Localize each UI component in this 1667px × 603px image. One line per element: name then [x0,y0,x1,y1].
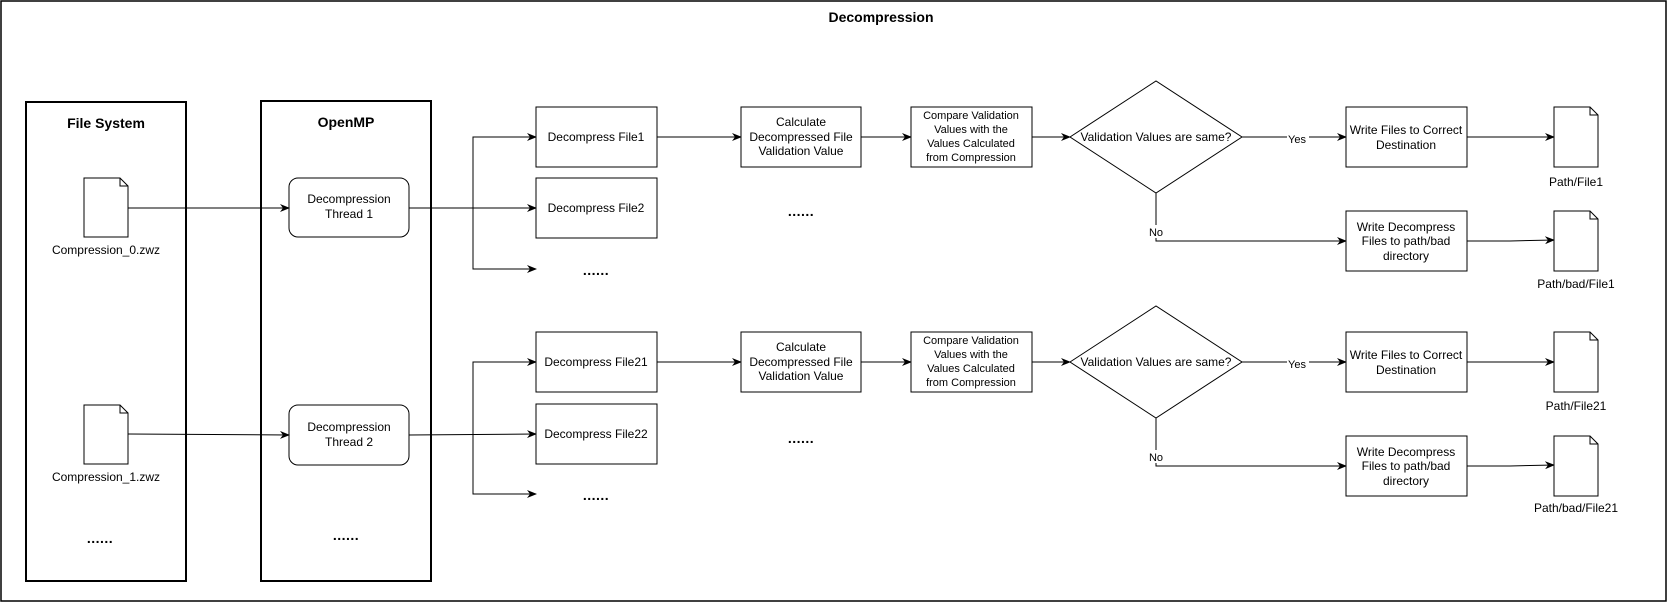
document-icon [1553,331,1599,393]
write-bad-box [1345,210,1468,272]
calculate-box [740,106,862,168]
compare-label-line1: Compare Validation [923,335,1019,347]
document-icon [1553,106,1599,168]
write-correct-label-line1: Write Files to Correct [1350,348,1463,362]
document-icon [83,177,129,238]
yes-label: Yes [1288,134,1306,146]
decompress-file-label: Decompress File22 [544,427,648,441]
decompress-file-box [535,106,658,168]
openmp-more: ...... [333,527,359,543]
file-label-1: Compression_1.zwz [52,470,160,484]
calculate-label-line2: Decompressed File [749,355,853,369]
write-correct-label-line2: Destination [1376,138,1436,152]
no-label-bg [1147,225,1165,238]
thread-2-label-line2: Thread 2 [325,435,373,449]
write-bad-box [1345,435,1468,497]
document-icon [83,404,129,465]
calculate-label-line3: Validation Value [759,369,844,383]
write-bad-label-line3: directory [1383,249,1429,263]
output-good-label: Path/File1 [1549,175,1603,189]
compare-label-line4: from Compression [926,152,1016,164]
calculate-box [740,331,862,393]
yes-label-bg [1287,133,1309,146]
calculate-label-line3: Validation Value [759,144,844,158]
more-files-ellipsis: ...... [583,487,609,503]
arrow-to-more-files [472,208,537,273]
compare-label-line1: Compare Validation [923,110,1019,122]
file-system-more: ...... [87,530,113,546]
arrow-to-output-bad [1467,461,1555,470]
write-bad-label-line2: Files to path/bad [1362,234,1451,248]
arrow-no [1155,193,1347,245]
no-label: No [1149,452,1163,464]
decompress-file-label: Decompress File21 [544,355,648,369]
more-steps-ellipsis: ...... [788,430,814,446]
file-system-title: File System [67,115,145,131]
compare-box [910,106,1033,168]
write-correct-label-line1: Write Files to Correct [1350,123,1463,137]
file-system-lane [25,101,187,582]
compare-label-line2: Values with the [934,349,1008,361]
thread-2-label-line1: Decompression [307,420,390,434]
decision-label: Validation Values are same? [1081,130,1232,144]
write-correct-label-line2: Destination [1376,363,1436,377]
arrow-no [1155,418,1347,470]
arrow-to-decompress-file21 [472,358,537,435]
more-steps-ellipsis: ...... [788,203,814,219]
openmp-lane [260,100,432,582]
write-bad-label-line3: directory [1383,474,1429,488]
yes-label: Yes [1288,359,1306,371]
thread-1-label-line2: Thread 1 [325,207,373,221]
decompress-file-label: Decompress File1 [548,130,645,144]
decompress-file-box [535,403,658,465]
no-label-bg [1147,450,1165,463]
flow-row-2: Decompress File21 Decompress File22 ....… [408,305,1618,515]
output-bad-label: Path/bad/File1 [1537,277,1615,291]
write-bad-label-line1: Write Decompress [1357,220,1455,234]
flow-row-1: Decompress File1 Decompress File2 ......… [409,80,1615,291]
arrow-to-output-bad [1467,236,1555,245]
arrow-to-more-files [472,435,537,498]
calculate-label-line1: Calculate [776,115,826,129]
output-bad-label: Path/bad/File21 [1534,501,1618,515]
decision-label: Validation Values are same? [1081,355,1232,369]
write-correct-box [1345,331,1468,393]
document-icon [1553,435,1599,497]
compare-box [910,331,1033,393]
calculate-label-line1: Calculate [776,340,826,354]
write-bad-label-line2: Files to path/bad [1362,459,1451,473]
diagram-title: Decompression [828,9,933,25]
more-files-ellipsis: ...... [583,262,609,278]
decompress-file-label: Decompress File2 [548,201,645,215]
document-icon [1553,210,1599,272]
write-correct-box [1345,106,1468,168]
arrow-file1-to-thread2 [127,430,290,439]
yes-label-bg [1287,358,1309,371]
decompress-file-box [535,177,658,239]
openmp-title: OpenMP [318,114,375,130]
write-bad-label-line1: Write Decompress [1357,445,1455,459]
decompress-file-box [535,331,658,393]
file-label-0: Compression_0.zwz [52,243,160,257]
compare-label-line4: from Compression [926,377,1016,389]
compare-label-line2: Values with the [934,124,1008,136]
compare-label-line3: Values Calculated [927,363,1015,375]
calculate-label-line2: Decompressed File [749,130,853,144]
arrow-to-decompress-file1 [472,133,537,208]
output-good-label: Path/File21 [1546,399,1607,413]
thread-1-label-line1: Decompression [307,192,390,206]
compare-label-line3: Values Calculated [927,138,1015,150]
no-label: No [1149,227,1163,239]
